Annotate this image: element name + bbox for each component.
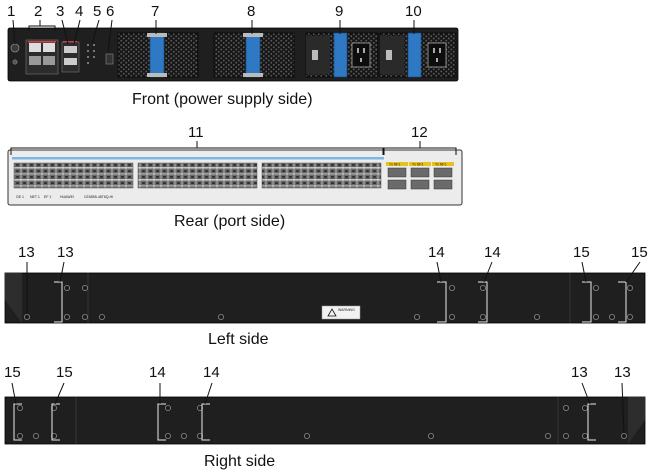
front-view: 1 2 3 4 5 6 7 8 9 10 Front (power supply… bbox=[7, 3, 459, 108]
rear-view: Tx NF1 Tx NF1 Tx NF1 GE 1 NET 1 EF 1 HUA… bbox=[7, 124, 463, 230]
callout-5: 5 bbox=[93, 3, 101, 20]
callout-14: 14 bbox=[203, 364, 220, 381]
fan-module-2 bbox=[213, 32, 295, 78]
callout-11: 11 bbox=[188, 124, 204, 141]
callout-9: 9 bbox=[335, 3, 343, 20]
right-chassis bbox=[4, 396, 646, 445]
svg-text:NET 1: NET 1 bbox=[30, 195, 40, 199]
reset-button bbox=[105, 53, 114, 65]
port-bank-1 bbox=[13, 162, 134, 189]
front-callout-lines bbox=[12, 19, 415, 53]
left-caption: Left side bbox=[208, 331, 269, 348]
power-supply-1 bbox=[305, 32, 379, 78]
svg-text:HUAWEI: HUAWEI bbox=[60, 195, 74, 199]
svg-text:CE6855-48T6Q-HI: CE6855-48T6Q-HI bbox=[84, 195, 113, 199]
svg-text:Tx NF1: Tx NF1 bbox=[412, 163, 424, 167]
right-caption: Right side bbox=[204, 453, 275, 470]
callout-2: 2 bbox=[34, 3, 42, 20]
indicator-leds bbox=[87, 44, 95, 64]
callout-7: 7 bbox=[151, 3, 159, 20]
rear-callout-lines bbox=[10, 141, 457, 155]
callout-1: 1 bbox=[7, 3, 15, 20]
callout-12: 12 bbox=[411, 124, 428, 141]
right-callout-lines bbox=[11, 382, 625, 434]
svg-text:Tx NF1: Tx NF1 bbox=[389, 163, 401, 167]
callout-15: 15 bbox=[4, 364, 21, 381]
svg-text:GE 1: GE 1 bbox=[16, 195, 24, 199]
front-caption: Front (power supply side) bbox=[132, 91, 313, 108]
callout-15: 15 bbox=[573, 244, 590, 261]
callout-8: 8 bbox=[247, 3, 255, 20]
callout-4: 4 bbox=[75, 3, 83, 20]
callout-13: 13 bbox=[571, 364, 588, 381]
callout-14: 14 bbox=[428, 244, 445, 261]
fan-handle bbox=[149, 32, 165, 78]
callout-14: 14 bbox=[149, 364, 166, 381]
port-bank-3 bbox=[261, 162, 382, 189]
fan-module-1 bbox=[117, 32, 199, 78]
svg-text:WARNING: WARNING bbox=[338, 308, 355, 312]
right-side-view: 15 15 14 14 13 13 Right side bbox=[4, 364, 646, 470]
uplink-ports: Tx NF1 Tx NF1 Tx NF1 bbox=[386, 162, 454, 190]
callout-13: 13 bbox=[614, 364, 631, 381]
callout-15: 15 bbox=[56, 364, 73, 381]
left-callout-lines bbox=[26, 261, 641, 314]
callout-15: 15 bbox=[631, 244, 648, 261]
callout-13: 13 bbox=[18, 244, 35, 261]
power-supply-2 bbox=[379, 32, 457, 78]
port-bank-2 bbox=[137, 162, 258, 189]
fan-handle bbox=[245, 32, 261, 78]
svg-text:EF 1: EF 1 bbox=[44, 195, 51, 199]
callout-10: 10 bbox=[405, 3, 422, 20]
power-socket-icon bbox=[427, 42, 447, 68]
callout-13: 13 bbox=[57, 244, 74, 261]
rear-caption: Rear (port side) bbox=[174, 213, 285, 230]
left-side-view: WARNING 13 13 14 14 15 15 Left side bbox=[4, 244, 648, 348]
callout-6: 6 bbox=[106, 3, 114, 20]
esd-jack-icon bbox=[10, 43, 20, 53]
psu-handle bbox=[333, 32, 348, 78]
power-socket-icon bbox=[351, 42, 371, 68]
psu-handle bbox=[407, 32, 422, 78]
warning-label: WARNING bbox=[321, 305, 361, 320]
callout-14: 14 bbox=[484, 244, 501, 261]
svg-text:Tx NF1: Tx NF1 bbox=[435, 163, 447, 167]
callout-3: 3 bbox=[56, 3, 64, 20]
